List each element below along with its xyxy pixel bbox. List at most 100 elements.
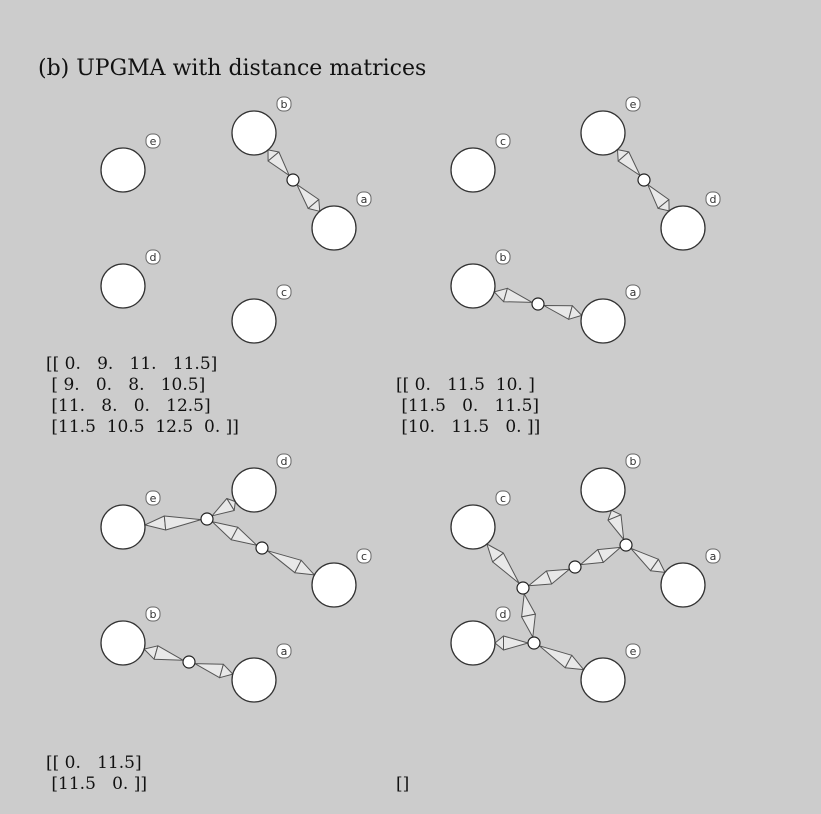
edge-wedge xyxy=(163,515,202,531)
leaf-label: a xyxy=(281,645,288,658)
leaf-node xyxy=(311,562,357,608)
leaf-label: a xyxy=(630,286,637,299)
leaf-label: e xyxy=(150,135,157,148)
edge-wedge xyxy=(543,305,573,320)
leaf-label-box xyxy=(276,453,292,469)
leaf-label: b xyxy=(500,251,507,264)
cluster-node xyxy=(531,297,545,311)
edge-wedge xyxy=(503,635,529,651)
leaf-node xyxy=(100,504,146,550)
leaf-label-box xyxy=(495,249,511,265)
edge-wedge xyxy=(194,663,224,679)
leaf-label: a xyxy=(710,550,717,563)
edge-wedge xyxy=(580,549,604,566)
leaf-node xyxy=(660,562,706,608)
leaf-label: c xyxy=(500,492,506,505)
tree-panel-3: d e c b a xyxy=(100,453,372,703)
leaf-label-box xyxy=(495,606,511,622)
edge-wedge xyxy=(521,593,536,618)
leaf-label: d xyxy=(710,193,717,206)
leaf-label-box xyxy=(625,96,641,112)
leaf-node xyxy=(450,504,496,550)
leaf-node xyxy=(450,147,496,193)
leaf-label-box xyxy=(625,284,641,300)
leaf-label-box xyxy=(625,643,641,659)
leaf-label-box xyxy=(276,96,292,112)
leaf-label-box xyxy=(356,191,372,207)
cluster-node xyxy=(255,541,269,555)
leaf-label-box xyxy=(145,490,161,506)
cluster-node xyxy=(619,538,633,552)
leaf-label: c xyxy=(281,286,287,299)
leaf-node xyxy=(100,147,146,193)
cluster-node xyxy=(516,581,530,595)
edge-wedge xyxy=(607,514,625,540)
leaf-node xyxy=(231,298,277,344)
leaf-label: d xyxy=(150,251,157,264)
edge-wedge xyxy=(294,559,315,576)
tree-panel-4: b c a d e xyxy=(450,453,721,703)
distance-matrix-3: [[ 0. 11.5] [11.5 0. ]] xyxy=(46,753,147,794)
leaf-label-box xyxy=(145,606,161,622)
edge-wedge xyxy=(617,151,641,176)
leaf-node xyxy=(450,620,496,666)
edge-wedge xyxy=(307,199,321,212)
cluster-node xyxy=(200,512,214,526)
leaf-label: e xyxy=(630,98,637,111)
edge-wedge xyxy=(521,613,536,638)
leaf-node xyxy=(311,205,357,251)
leaf-node xyxy=(580,298,626,344)
edge-wedge xyxy=(267,151,290,176)
leaf-node xyxy=(231,657,277,703)
cluster-node xyxy=(637,173,651,187)
distance-matrix-2: [[ 0. 11.5 10. ] [11.5 0. 11.5] [10. 11.… xyxy=(396,375,541,437)
edge-wedge xyxy=(144,515,167,531)
cluster-node xyxy=(527,636,541,650)
leaf-label: b xyxy=(150,608,157,621)
leaf-label-box xyxy=(145,249,161,265)
leaf-label: c xyxy=(361,550,367,563)
edge-wedge xyxy=(657,199,670,212)
leaf-label: d xyxy=(500,608,507,621)
edge-wedge xyxy=(219,663,234,679)
edge-wedge xyxy=(230,526,258,546)
leaf-label: a xyxy=(361,193,368,206)
edge-wedge xyxy=(564,654,585,671)
leaf-label-box xyxy=(276,284,292,300)
tree-panel-2: c e d b a xyxy=(450,96,721,344)
edge-wedge xyxy=(568,305,583,320)
leaf-node xyxy=(580,467,626,513)
leaf-label-box xyxy=(705,548,721,564)
edge-wedge xyxy=(153,645,184,661)
leaf-label-box xyxy=(145,133,161,149)
edge-wedge xyxy=(211,498,235,517)
cluster-node xyxy=(182,655,196,669)
edge-wedge xyxy=(528,570,553,587)
leaf-node xyxy=(580,657,626,703)
leaf-label: d xyxy=(281,455,288,468)
leaf-node xyxy=(231,110,277,156)
leaf-label-box xyxy=(625,453,641,469)
leaf-label: b xyxy=(630,455,637,468)
leaf-node xyxy=(100,620,146,666)
leaf-node xyxy=(231,467,277,513)
edge-wedge xyxy=(650,558,666,573)
edge-wedge xyxy=(492,552,520,584)
cluster-node xyxy=(286,173,300,187)
leaf-label-box xyxy=(495,490,511,506)
leaf-label-box xyxy=(276,643,292,659)
distance-matrix-1: [[ 0. 9. 11. 11.5] [ 9. 0. 8. 10.5] [11.… xyxy=(46,354,239,437)
leaf-label: c xyxy=(500,135,506,148)
leaf-label: e xyxy=(150,492,157,505)
leaf-node xyxy=(580,110,626,156)
leaf-label-box xyxy=(495,133,511,149)
leaf-label: e xyxy=(630,645,637,658)
leaf-node xyxy=(660,205,706,251)
figure-title: (b) UPGMA with distance matrices xyxy=(38,56,427,81)
leaf-node xyxy=(100,263,146,309)
edge-wedge xyxy=(503,287,533,303)
distance-matrix-4: [] xyxy=(396,774,410,794)
leaf-node xyxy=(450,263,496,309)
